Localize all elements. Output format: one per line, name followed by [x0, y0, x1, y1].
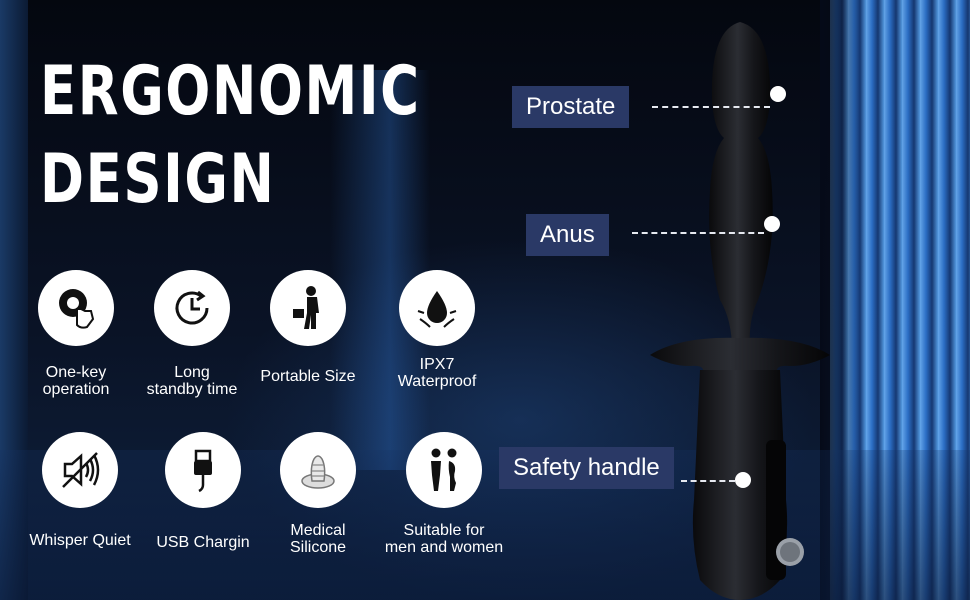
feature-label-whisper-quiet: Whisper Quiet — [29, 532, 131, 549]
feature-label-suitable-for: Suitable for men and women — [384, 522, 504, 556]
marker-dot-safety-handle — [735, 472, 751, 488]
feature-one-key: One-key operation — [11, 270, 141, 398]
one-key-press-icon — [38, 270, 114, 346]
feature-usb-charging: USB Chargin — [138, 432, 268, 551]
callout-anus: Anus — [526, 214, 609, 256]
callout-prostate: Prostate — [512, 86, 630, 128]
feature-long-standby: Long standby time — [127, 270, 257, 398]
feature-label-long-standby: Long standby time — [146, 364, 238, 398]
callout-safety-handle: Safety handle — [499, 447, 674, 489]
mute-speaker-icon — [42, 432, 118, 508]
heading-line-1: ERGONOMIC — [40, 52, 421, 131]
feature-medical-silicone: Medical Silicone — [253, 432, 383, 556]
feature-label-portable-size: Portable Size — [260, 368, 356, 385]
marker-dot-prostate — [770, 86, 786, 102]
marker-dot-anus — [764, 216, 780, 232]
leader-line-anus — [632, 232, 764, 234]
leader-line-prostate — [652, 106, 770, 108]
portable-person-icon — [270, 270, 346, 346]
heading-line-2: DESIGN — [40, 140, 276, 219]
usb-cable-icon — [165, 432, 241, 508]
feature-label-usb-charging: USB Chargin — [156, 534, 250, 551]
feature-suitable-for: Suitable for men and women — [366, 432, 522, 556]
feature-waterproof: IPX7 Waterproof — [372, 270, 502, 390]
silicone-nipple-icon — [280, 432, 356, 508]
water-drop-icon — [399, 270, 475, 346]
clock-icon — [154, 270, 230, 346]
couple-icon — [406, 432, 482, 508]
feature-portable-size: Portable Size — [243, 270, 373, 385]
feature-label-medical-silicone: Medical Silicone — [289, 522, 347, 556]
feature-whisper-quiet: Whisper Quiet — [15, 432, 145, 549]
leader-line-safety-handle — [681, 480, 735, 482]
feature-label-waterproof: IPX7 Waterproof — [397, 356, 477, 390]
feature-label-one-key: One-key operation — [42, 364, 110, 398]
floor-glow — [0, 450, 970, 600]
product-image — [650, 22, 830, 600]
middle-light-panel — [330, 70, 430, 470]
